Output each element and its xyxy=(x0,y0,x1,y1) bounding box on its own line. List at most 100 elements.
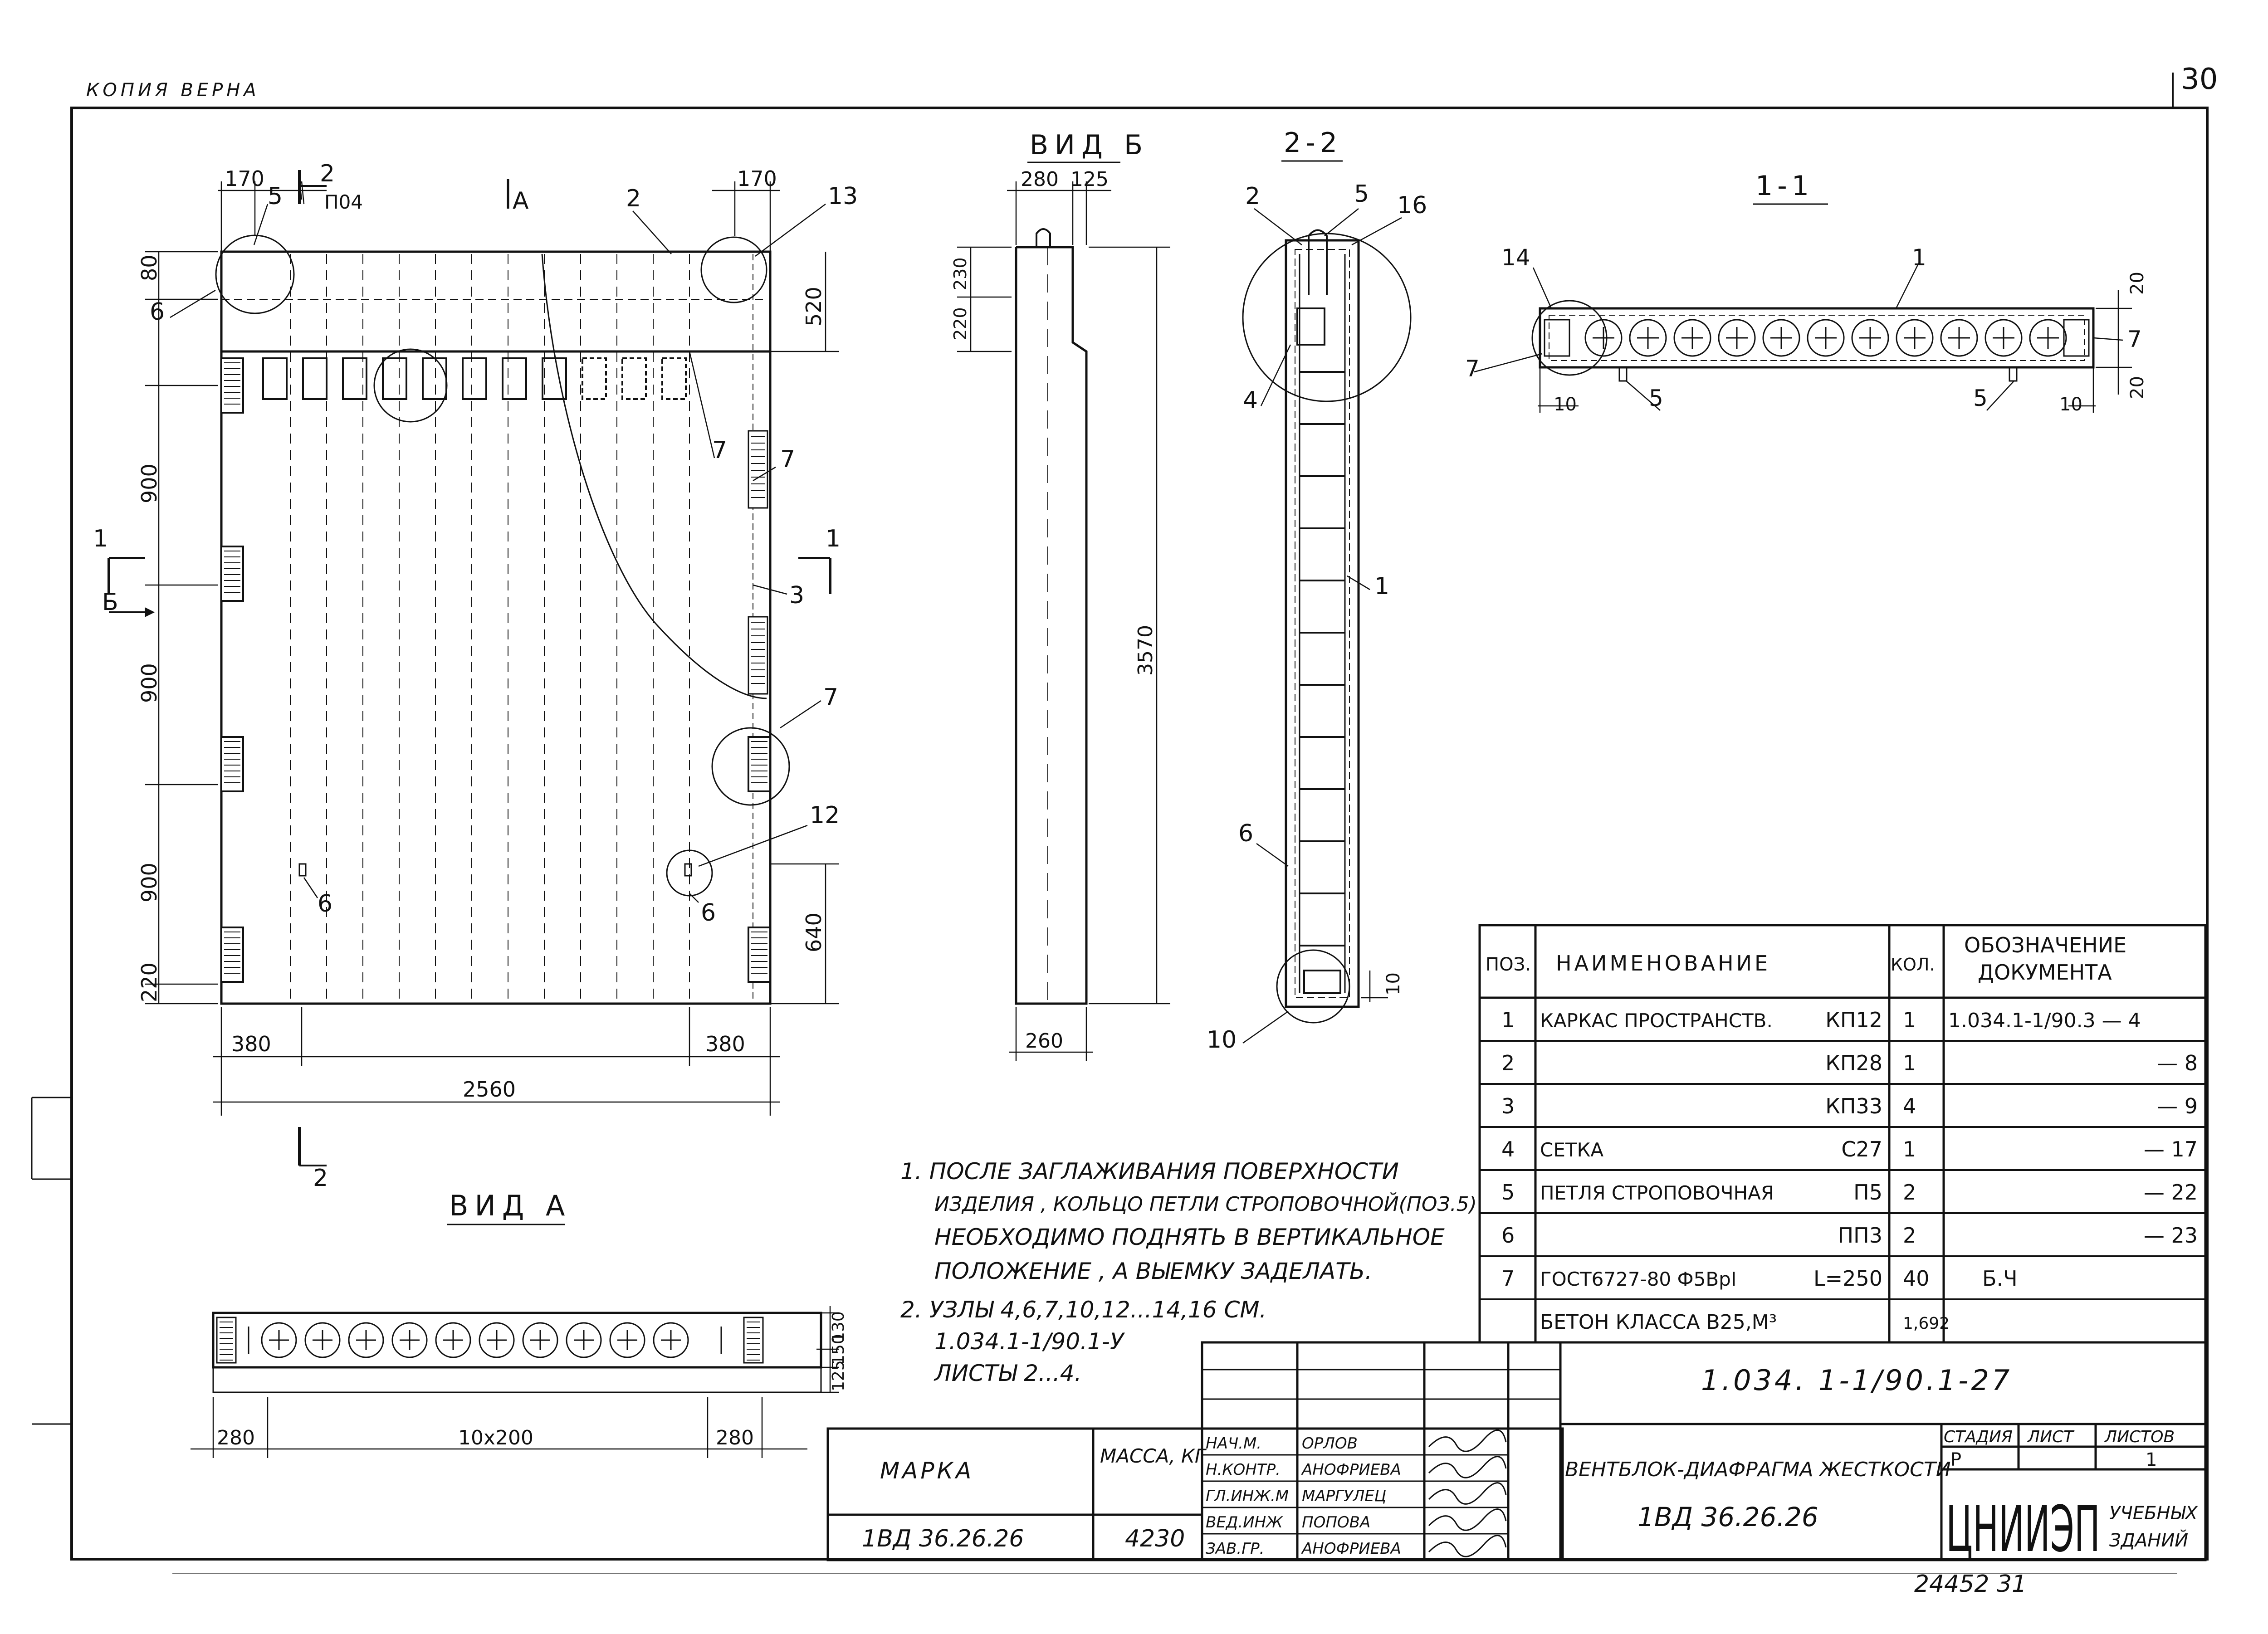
title-sheets-label: ЛИСТОВ xyxy=(2104,1428,2175,1446)
note-line-5: 2. УЗЛЫ 4,6,7,10,12...14,16 СМ. xyxy=(900,1297,1266,1323)
spec-cell-doc: Б.Ч xyxy=(1982,1266,2018,1291)
s11-callout-1: 1 xyxy=(1912,244,1926,271)
view-b-dim-3570: 3570 xyxy=(1134,625,1157,676)
spec-cell-pos: 6 xyxy=(1501,1223,1515,1248)
note-line-2: ИЗДЕЛИЯ , КОЛЬЦО ПЕТЛИ СТРОПОВОЧНОЙ(ПОЗ.… xyxy=(934,1192,1477,1216)
dim-220: 220 xyxy=(137,962,161,1002)
spec-cell-pos: 2 xyxy=(1501,1051,1515,1075)
spec-cell-qty: 4 xyxy=(1903,1094,1916,1118)
spec-cell-code: С27 xyxy=(1841,1137,1882,1161)
spec-cell-name: ПЕТЛЯ СТРОПОВОЧНАЯ xyxy=(1540,1182,1774,1204)
view-a: ВИД А 280 10x200 280 130 150 125 xyxy=(191,1189,848,1458)
callout-5: 5 xyxy=(268,183,283,210)
spec-header-name: НАИМЕНОВАНИЕ xyxy=(1556,951,1770,976)
title-mark-value: 1ВД 36.26.26 xyxy=(862,1525,1024,1552)
title-stage-value: Р xyxy=(1950,1449,1961,1470)
person-name: ОРЛОВ xyxy=(1302,1434,1358,1453)
spec-cell-code: КП12 xyxy=(1825,1008,1882,1032)
s11-dim-20-bottom: 20 xyxy=(2127,376,2148,399)
view-b: ВИД Б 280 125 230 220 3570 260 xyxy=(950,129,1170,1061)
title-mass-label: МАССА, КГ xyxy=(1100,1445,1207,1467)
section-mark-1-left: 1 xyxy=(93,525,108,552)
person-name: МАРГУЛЕЦ xyxy=(1302,1487,1386,1505)
spec-cell-doc: — 8 xyxy=(2157,1051,2198,1075)
s11-callout-7-left: 7 xyxy=(1465,356,1480,382)
section-2-2: 2-2 2 5 16 4 1 6 xyxy=(1207,127,1427,1054)
spec-cell-name: БЕТОН КЛАССА В25,М³ xyxy=(1540,1311,1777,1334)
s22-callout-6: 6 xyxy=(1238,820,1253,847)
callout-7c: 7 xyxy=(823,684,838,711)
dim-2560: 2560 xyxy=(463,1077,516,1102)
s22-callout-2: 2 xyxy=(1245,183,1260,210)
front-view-dimension-texts: 170 170 80 520 900 900 900 220 640 380 3… xyxy=(137,166,826,1102)
spec-cell-qty: 2 xyxy=(1903,1180,1916,1205)
callout-12: 12 xyxy=(810,802,840,829)
section-mark-1-right: 1 xyxy=(826,525,841,552)
callout-6b: 6 xyxy=(701,899,716,927)
section-mark-2-top: 2 xyxy=(320,160,335,187)
view-b-dim-230: 230 xyxy=(950,257,970,290)
dim-80: 80 xyxy=(137,254,161,281)
role-label: Н.КОНТР. xyxy=(1206,1461,1281,1479)
archive-number: 24452 31 xyxy=(1914,1571,2027,1598)
role-label: ВЕД.ИНЖ xyxy=(1206,1513,1283,1532)
front-view xyxy=(215,234,790,1005)
front-view-callout-numbers: 5 2 13 6 7 7 3 7 12 6 6 xyxy=(150,183,858,927)
org-logo: ЦНИИЭП xyxy=(1946,1493,2100,1566)
org-subtitle-2: ЗДАНИЙ xyxy=(2109,1529,2188,1551)
view-mark-b: Б xyxy=(102,589,118,616)
view-b-dim-280: 280 xyxy=(1021,168,1059,191)
person-name: АНОФРИЕВА xyxy=(1301,1540,1401,1558)
person-name: ПОПОВА xyxy=(1302,1513,1370,1532)
s11-dim-10-left: 10 xyxy=(1554,394,1577,415)
role-label: ГЛ.ИНЖ.М xyxy=(1206,1487,1289,1505)
section-1-1: 1-1 14 1 7 7 5 xyxy=(1465,170,2148,415)
section-22-title: 2-2 xyxy=(1284,127,1342,159)
person-name: АНОФРИЕВА xyxy=(1301,1461,1401,1479)
s22-dim-10: 10 xyxy=(1383,972,1404,995)
s22-callout-4: 4 xyxy=(1243,387,1258,414)
title-product-mark: 1ВД 36.26.26 xyxy=(1637,1502,1818,1532)
front-view-dimensions xyxy=(145,181,839,1116)
view-b-dim-125: 125 xyxy=(1070,168,1109,191)
s22-callout-10: 10 xyxy=(1207,1026,1237,1054)
title-doc-number: 1.034. 1-1/90.1-27 xyxy=(1701,1364,2012,1397)
note-line-6: 1.034.1-1/90.1-У xyxy=(934,1328,1125,1355)
view-a-dim-125: 125 xyxy=(829,1360,848,1391)
spec-cell-name: ГОСТ6727-80 Ф5ВрI xyxy=(1540,1268,1736,1290)
spec-header-pos: ПОЗ. xyxy=(1486,954,1531,975)
spec-cell-pos: 4 xyxy=(1501,1137,1515,1161)
spec-cell-code: ПП3 xyxy=(1838,1223,1882,1248)
note-line-3: НЕОБХОДИМО ПОДНЯТЬ В ВЕРТИКАЛЬНОЕ xyxy=(934,1224,1445,1250)
org-subtitle-1: УЧЕБНЫХ xyxy=(2109,1503,2198,1524)
callout-3: 3 xyxy=(789,582,804,609)
dim-640: 640 xyxy=(802,912,826,952)
callout-7b: 7 xyxy=(780,446,795,473)
spec-cell-pos: 7 xyxy=(1501,1266,1515,1291)
spec-cell-doc: — 23 xyxy=(2144,1223,2198,1248)
title-stage-label: СТАДИЯ xyxy=(1944,1428,2013,1446)
spec-cell-qty: 1 xyxy=(1903,1137,1916,1161)
view-b-dim-260: 260 xyxy=(1025,1029,1063,1053)
spec-cell-code: КП33 xyxy=(1825,1094,1882,1118)
s11-callout-5-left: 5 xyxy=(1649,385,1663,411)
title-sheet-label: ЛИСТ xyxy=(2027,1428,2075,1446)
spec-cell-name: СЕТКА xyxy=(1540,1139,1603,1161)
s22-callout-5: 5 xyxy=(1354,180,1369,208)
spec-header-doc-2: ДОКУМЕНТА xyxy=(1978,960,2112,985)
view-mark-a: А xyxy=(513,187,529,215)
spec-table: ПОЗ. НАИМЕНОВАНИЕ КОЛ. ОБОЗНАЧЕНИЕ ДОКУМ… xyxy=(1478,924,2207,1344)
spec-cell-qty: 1 xyxy=(1903,1008,1916,1032)
callout-6c: 6 xyxy=(318,890,332,917)
dim-170-left: 170 xyxy=(225,166,264,191)
spec-cell-code: П5 xyxy=(1853,1180,1882,1205)
node-mark-p04: П04 xyxy=(324,191,363,213)
title-mark-label: МАРКА xyxy=(880,1458,974,1484)
view-a-dim-280-right: 280 xyxy=(716,1426,754,1449)
role-label: ЗАВ.ГР. xyxy=(1206,1540,1264,1558)
stamp-copy-true: КОПИЯ ВЕРНА xyxy=(86,80,260,101)
spec-cell-pos: 5 xyxy=(1501,1180,1515,1205)
spec-cell-code: КП28 xyxy=(1825,1051,1882,1075)
s11-dim-10-right: 10 xyxy=(2059,394,2082,415)
title-mass-value: 4230 xyxy=(1125,1525,1185,1552)
